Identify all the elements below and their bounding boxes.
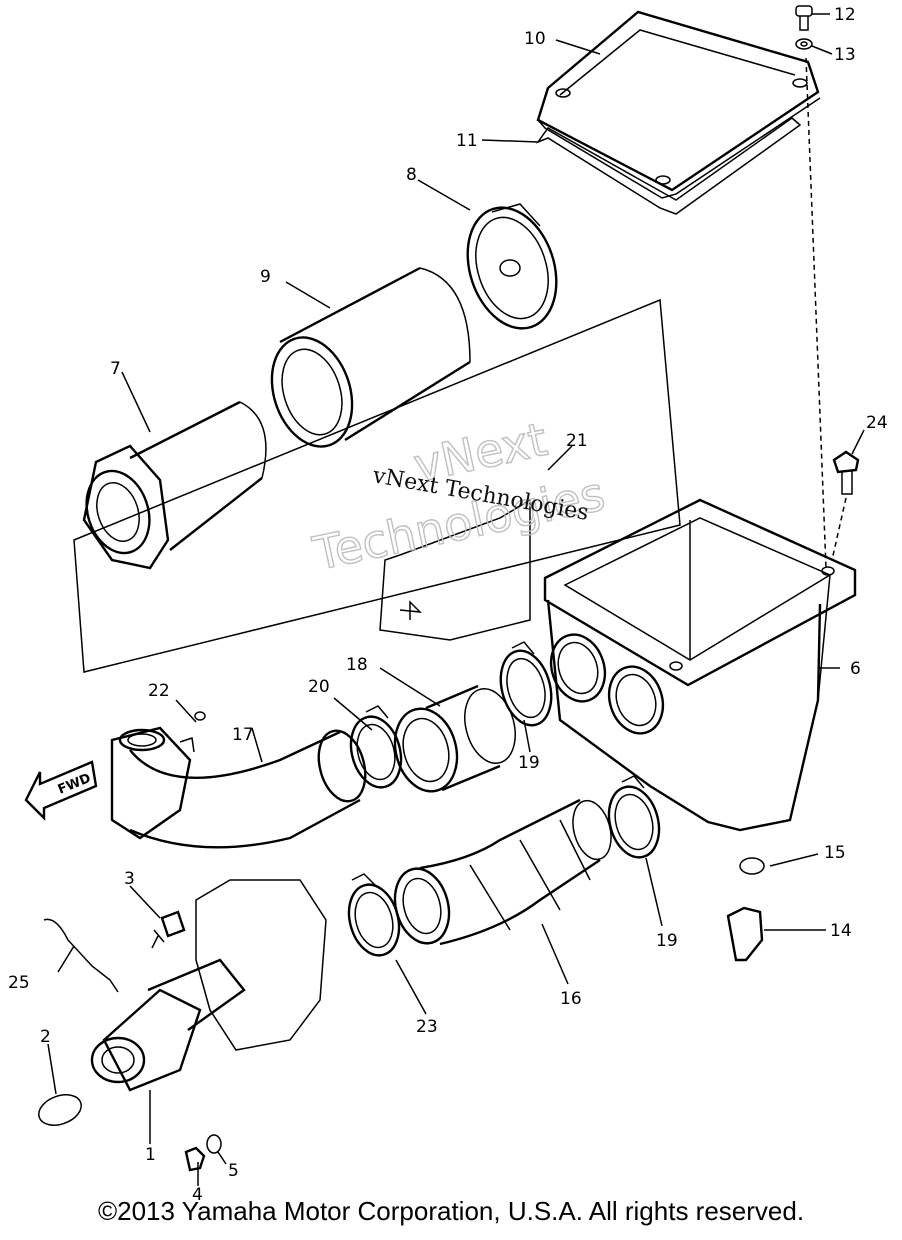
callout-23: 23 xyxy=(416,1017,438,1037)
callout-12: 12 xyxy=(834,5,856,25)
callout-labels: 1 2 3 4 5 6 7 8 9 10 11 12 13 14 15 16 1… xyxy=(8,5,888,1200)
callout-21: 21 xyxy=(566,431,588,451)
callout-5: 5 xyxy=(228,1161,239,1181)
part-plate xyxy=(379,498,531,641)
callout-19a: 19 xyxy=(518,753,540,773)
part-gasket xyxy=(535,117,802,215)
leader-lines xyxy=(47,13,865,1186)
part-clamp-20 xyxy=(349,705,403,789)
engine-outline xyxy=(195,879,327,1051)
part-bolt-3 xyxy=(151,910,186,949)
part-14 xyxy=(726,906,764,962)
callout-6: 6 xyxy=(850,659,861,679)
callout-14: 14 xyxy=(830,921,852,941)
part-screw-and-washer xyxy=(795,5,827,569)
callout-8: 8 xyxy=(406,165,417,185)
callout-2: 2 xyxy=(40,1027,51,1047)
callout-11: 11 xyxy=(456,131,478,151)
callout-7: 7 xyxy=(110,359,121,379)
part-bolt xyxy=(831,450,860,561)
part-carb-joint xyxy=(90,958,246,1092)
part-cap xyxy=(38,1094,82,1126)
callout-25: 25 xyxy=(8,973,30,993)
callout-24: 24 xyxy=(866,413,888,433)
exploded-view-panel xyxy=(73,298,681,673)
part-joint xyxy=(393,684,516,793)
watermark: Technologies vNext vNext Technologies xyxy=(307,411,610,581)
callout-17: 17 xyxy=(232,725,254,745)
part-15 xyxy=(739,857,765,875)
callout-1: 1 xyxy=(145,1145,156,1165)
part-inner-filter xyxy=(82,400,267,570)
callout-10: 10 xyxy=(524,29,546,49)
part-sensor-wire xyxy=(43,918,119,993)
callout-4: 4 xyxy=(192,1185,203,1200)
part-nut-washer xyxy=(184,1134,222,1172)
callout-9: 9 xyxy=(260,267,271,287)
part-air-box xyxy=(543,498,857,832)
part-cover xyxy=(536,10,821,199)
callout-19b: 19 xyxy=(656,931,678,951)
callout-20: 20 xyxy=(308,677,330,697)
part-outer-filter xyxy=(270,266,471,448)
part-filter-cap xyxy=(466,203,558,330)
part-intake-duct xyxy=(110,711,367,849)
part-clamp-23 xyxy=(347,873,401,957)
part-duct xyxy=(393,798,612,946)
parts-diagram: FWD xyxy=(8,5,888,1200)
callout-13: 13 xyxy=(834,45,856,65)
callout-18: 18 xyxy=(346,655,368,675)
copyright-notice: ©2013 Yamaha Motor Corporation, U.S.A. A… xyxy=(97,1196,805,1226)
callout-22: 22 xyxy=(148,681,170,701)
callout-16: 16 xyxy=(560,989,582,1009)
callout-15: 15 xyxy=(824,843,846,863)
callout-3: 3 xyxy=(124,869,135,889)
fwd-arrow-icon: FWD xyxy=(24,760,98,821)
